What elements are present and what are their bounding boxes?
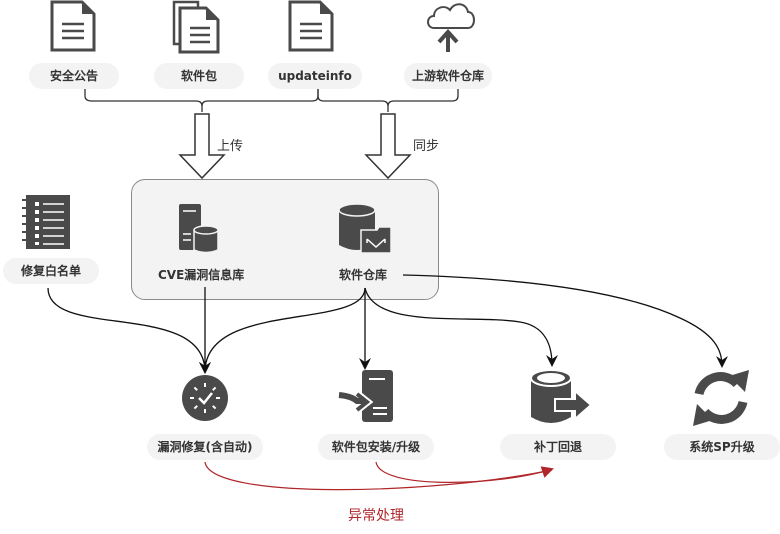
brace-right bbox=[317, 89, 459, 112]
whitelist-label: 修复白名单 bbox=[3, 258, 99, 284]
whitelist-to-fix-connector bbox=[47, 287, 211, 374]
source-security-advisory: 安全公告 bbox=[29, 63, 119, 89]
software-repo-label: 软件仓库 bbox=[339, 268, 388, 282]
fix-to-rollback-exception-connector bbox=[204, 461, 553, 491]
server-database-icon bbox=[179, 204, 219, 254]
upload-label: 上传 bbox=[217, 139, 244, 154]
source-packages: 软件包 bbox=[154, 63, 244, 89]
exception-label: 异常处理 bbox=[348, 508, 404, 524]
repo-to-rollback-connector bbox=[364, 287, 558, 367]
document-icon bbox=[50, 0, 96, 52]
sync-arrow bbox=[364, 113, 412, 180]
documents-icon bbox=[172, 0, 220, 54]
clock-check-icon bbox=[182, 375, 228, 421]
database-folder-icon bbox=[338, 203, 392, 254]
action-patch-rollback: 补丁回退 bbox=[500, 434, 616, 460]
action-vuln-fix: 漏洞修复(含自动) bbox=[147, 434, 263, 460]
sync-label: 同步 bbox=[413, 139, 440, 154]
action-package-install: 软件包安装/升级 bbox=[318, 434, 434, 460]
cloud-upload-icon bbox=[427, 3, 475, 52]
source-upstream-repo: 上游软件仓库 bbox=[404, 63, 492, 89]
source-updateinfo: updateinfo bbox=[268, 63, 362, 89]
refresh-icon bbox=[693, 370, 749, 426]
notebook-list-icon bbox=[22, 195, 70, 249]
upload-arrow bbox=[178, 113, 226, 180]
database-export-icon bbox=[530, 369, 593, 423]
document-icon bbox=[288, 0, 334, 52]
repo-to-sp-upgrade-connector bbox=[402, 274, 728, 368]
server-import-icon bbox=[338, 370, 393, 422]
action-sp-upgrade: 系统SP升级 bbox=[664, 434, 780, 460]
repo-to-fix-connector bbox=[204, 287, 366, 373]
install-to-rollback-exception-connector bbox=[375, 461, 554, 483]
cve-db-label: CVE漏洞信息库 bbox=[158, 268, 245, 282]
